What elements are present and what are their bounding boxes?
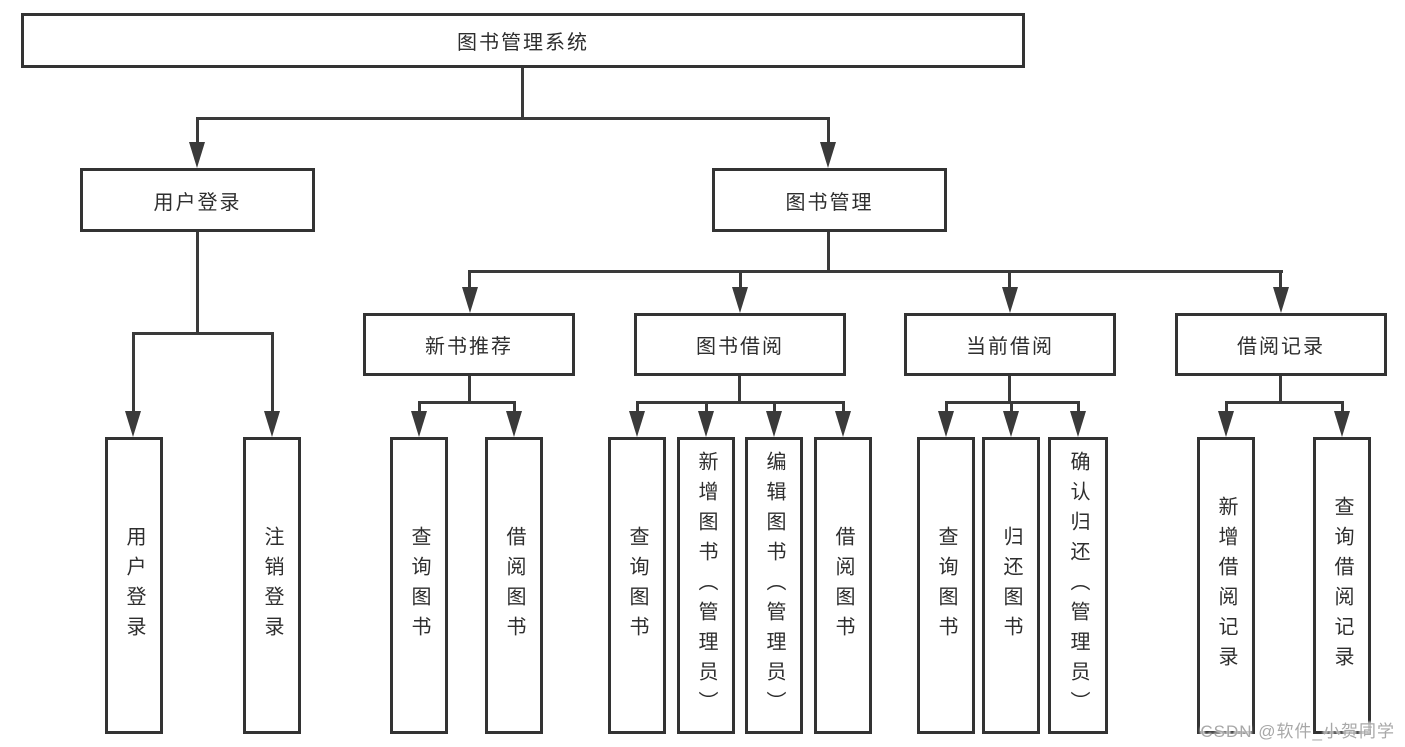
arrow-down bbox=[835, 411, 851, 437]
connector-line bbox=[705, 401, 708, 414]
leaf-add-borrow-record-label: 新增借阅记录 bbox=[1215, 495, 1237, 676]
connector-line bbox=[468, 376, 471, 404]
connector-line bbox=[827, 117, 830, 146]
connector-line bbox=[827, 232, 830, 273]
connector-line bbox=[196, 232, 199, 335]
node-current-borrow-label: 当前借阅 bbox=[966, 336, 1054, 358]
node-borrow-records: 借阅记录 bbox=[1175, 313, 1387, 376]
leaf-edit-books-admin: 编辑图书（管理员） bbox=[745, 437, 803, 734]
connector-line bbox=[521, 68, 524, 120]
arrow-down bbox=[506, 411, 522, 437]
leaf-borrow-books-borrow: 借阅图书 bbox=[814, 437, 872, 734]
connector-line bbox=[739, 270, 742, 290]
leaf-confirm-return-admin: 确认归还（管理员） bbox=[1048, 437, 1108, 734]
arrow-down bbox=[1218, 411, 1234, 437]
watermark: CSDN @软件_小贺同学 bbox=[1200, 722, 1395, 741]
node-root: 图书管理系统 bbox=[21, 13, 1025, 68]
leaf-logout-label: 注销登录 bbox=[261, 525, 283, 646]
node-user-login: 用户登录 bbox=[80, 168, 315, 232]
node-book-management: 图书管理 bbox=[712, 168, 947, 232]
arrow-down bbox=[264, 411, 280, 437]
connector-line bbox=[1008, 270, 1011, 290]
leaf-query-books-recommend: 查询图书 bbox=[390, 437, 448, 734]
connector-line bbox=[196, 117, 830, 120]
connector-line bbox=[196, 117, 199, 146]
arrow-down bbox=[1334, 411, 1350, 437]
connector-line bbox=[636, 401, 845, 404]
node-book-borrow-label: 图书借阅 bbox=[696, 336, 784, 358]
leaf-logout: 注销登录 bbox=[243, 437, 301, 734]
leaf-query-borrow-record-label: 查询借阅记录 bbox=[1331, 495, 1353, 676]
connector-line bbox=[132, 332, 274, 335]
connector-line bbox=[418, 401, 421, 414]
arrow-down bbox=[732, 287, 748, 313]
leaf-user-login: 用户登录 bbox=[105, 437, 163, 734]
node-root-label: 图书管理系统 bbox=[457, 32, 589, 54]
arrow-down bbox=[766, 411, 782, 437]
node-current-borrow: 当前借阅 bbox=[904, 313, 1116, 376]
arrow-down bbox=[820, 142, 836, 168]
connector-line bbox=[271, 332, 274, 414]
connector-line bbox=[1010, 401, 1013, 414]
arrow-down bbox=[1002, 287, 1018, 313]
leaf-return-books-label: 归还图书 bbox=[1000, 525, 1022, 646]
connector-line bbox=[468, 270, 1283, 273]
leaf-add-borrow-record: 新增借阅记录 bbox=[1197, 437, 1255, 734]
connector-line bbox=[1279, 270, 1282, 290]
node-user-login-label: 用户登录 bbox=[153, 191, 242, 214]
leaf-query-books-borrow-label: 查询图书 bbox=[626, 525, 648, 646]
arrow-down bbox=[1003, 411, 1019, 437]
connector-line bbox=[1341, 401, 1344, 414]
leaf-borrow-books-recommend: 借阅图书 bbox=[485, 437, 543, 734]
leaf-confirm-return-admin-label: 确认归还（管理员） bbox=[1067, 450, 1089, 721]
leaf-borrow-books-recommend-label: 借阅图书 bbox=[503, 525, 525, 646]
leaf-return-books: 归还图书 bbox=[982, 437, 1040, 734]
arrow-down bbox=[629, 411, 645, 437]
connector-line bbox=[1225, 401, 1344, 404]
node-new-book-recommend: 新书推荐 bbox=[363, 313, 575, 376]
connector-line bbox=[1008, 376, 1011, 404]
connector-line bbox=[468, 270, 471, 290]
leaf-query-books-current-label: 查询图书 bbox=[935, 525, 957, 646]
connector-line bbox=[1225, 401, 1228, 414]
arrow-down bbox=[189, 142, 205, 168]
node-book-management-label: 图书管理 bbox=[785, 191, 874, 214]
leaf-add-books-admin: 新增图书（管理员） bbox=[677, 437, 735, 734]
connector-line bbox=[636, 401, 639, 414]
arrow-down bbox=[125, 411, 141, 437]
connector-line bbox=[132, 332, 135, 414]
arrow-down bbox=[938, 411, 954, 437]
connector-line bbox=[945, 401, 948, 414]
arrow-down bbox=[1070, 411, 1086, 437]
arrow-down bbox=[411, 411, 427, 437]
leaf-query-books-current: 查询图书 bbox=[917, 437, 975, 734]
connector-line bbox=[1279, 376, 1282, 404]
leaf-edit-books-admin-label: 编辑图书（管理员） bbox=[763, 450, 785, 721]
node-new-book-recommend-label: 新书推荐 bbox=[425, 336, 513, 358]
connector-line bbox=[1077, 401, 1080, 414]
node-book-borrow: 图书借阅 bbox=[634, 313, 846, 376]
leaf-borrow-books-borrow-label: 借阅图书 bbox=[832, 525, 854, 646]
connector-line bbox=[418, 401, 516, 404]
connector-line bbox=[842, 401, 845, 414]
leaf-add-books-admin-label: 新增图书（管理员） bbox=[695, 450, 717, 721]
leaf-query-borrow-record: 查询借阅记录 bbox=[1313, 437, 1371, 734]
arrow-down bbox=[1273, 287, 1289, 313]
node-borrow-records-label: 借阅记录 bbox=[1237, 336, 1325, 358]
arrow-down bbox=[462, 287, 478, 313]
leaf-user-login-label: 用户登录 bbox=[123, 525, 145, 646]
arrow-down bbox=[698, 411, 714, 437]
leaf-query-books-borrow: 查询图书 bbox=[608, 437, 666, 734]
leaf-query-books-recommend-label: 查询图书 bbox=[408, 525, 430, 646]
connector-line bbox=[513, 401, 516, 414]
connector-line bbox=[738, 376, 741, 404]
connector-line bbox=[773, 401, 776, 414]
